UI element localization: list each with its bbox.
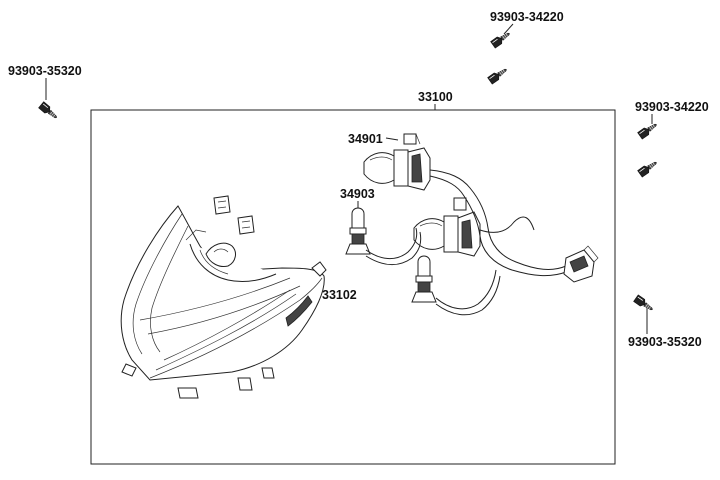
- position-bulb: [411, 255, 437, 303]
- assembly-frame: [90, 109, 616, 465]
- screw-icon: [490, 29, 512, 49]
- leader-93903-34220-top: [503, 23, 514, 35]
- clip-bracket: [213, 195, 231, 215]
- headlight-bulb-34901: [363, 133, 431, 191]
- label-33100: 33100: [418, 90, 453, 104]
- screw-icon: [38, 101, 60, 122]
- label-93903-35320-left: 93903-35320: [8, 64, 82, 78]
- wiring-harness: [365, 169, 599, 316]
- label-33102: 33102: [322, 288, 357, 302]
- leader-34901: [385, 137, 399, 141]
- screw-icon: [633, 294, 655, 314]
- label-34903: 34903: [340, 187, 375, 201]
- label-93903-34220-right: 93903-34220: [635, 100, 709, 114]
- screw-icon: [637, 120, 659, 140]
- screw-icon: [637, 158, 659, 178]
- headlight-housing-33102: [120, 205, 327, 399]
- label-93903-35320-right: 93903-35320: [628, 335, 702, 349]
- label-93903-34220-top: 93903-34220: [490, 10, 564, 24]
- label-34901: 34901: [348, 132, 383, 146]
- clip-bracket: [237, 215, 255, 235]
- screw-icon: [487, 65, 509, 85]
- position-bulb-34903: [345, 207, 371, 255]
